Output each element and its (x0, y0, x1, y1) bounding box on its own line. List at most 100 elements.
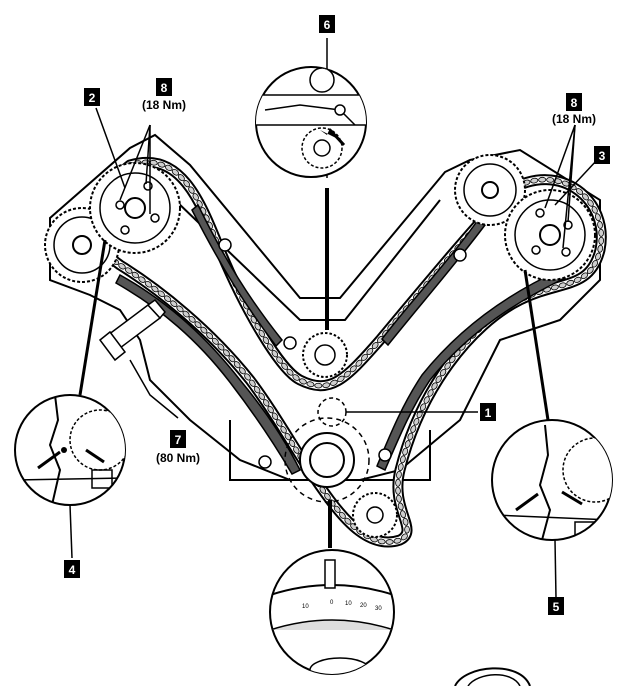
chain-icon (350, 523, 358, 531)
chain-icon (385, 539, 394, 545)
chain-icon (194, 321, 202, 329)
detail-view-crank-timing: 10 0 10 20 30 (269, 549, 395, 675)
chain-icon (396, 494, 402, 503)
chain-icon (200, 326, 208, 334)
chain-icon (355, 359, 363, 367)
chain-icon (397, 502, 404, 511)
callout-3: 3 (594, 146, 610, 164)
chain-icon (276, 356, 283, 364)
callout-8-left: 8 (18 Nm) (142, 78, 186, 112)
chain-icon (587, 199, 594, 207)
chain-icon (333, 505, 341, 513)
chain-icon (402, 517, 409, 526)
chain-icon (254, 322, 261, 331)
chain-icon (171, 168, 180, 176)
svg-text:8: 8 (161, 81, 168, 95)
callout-5: 5 (548, 597, 564, 615)
chain-icon (343, 370, 351, 378)
arrow-icon (561, 490, 583, 506)
chain-icon (404, 525, 410, 534)
chain-icon (395, 478, 401, 487)
chain-icon (393, 537, 402, 544)
arrow-icon (515, 492, 539, 512)
chain-icon (591, 259, 598, 268)
cam-bolt (531, 245, 541, 255)
chain-icon (138, 276, 146, 283)
chain-icon (407, 432, 414, 441)
chain-icon (538, 176, 547, 183)
scale-mark: 10 (345, 601, 352, 607)
chain-icon (267, 405, 274, 414)
chain-icon (598, 236, 604, 245)
chain-icon (395, 486, 401, 495)
chain-icon (267, 343, 274, 351)
chain-icon (262, 336, 270, 345)
chain-icon (177, 174, 185, 182)
right-lower-guide (376, 269, 567, 472)
svg-text:5: 5 (553, 600, 560, 614)
arrow-icon (85, 448, 105, 464)
svg-text:3: 3 (599, 149, 606, 163)
chain-icon (546, 177, 555, 183)
right-exhaust-camshaft-gear (504, 189, 596, 281)
chain-icon (165, 164, 173, 172)
chain-icon (566, 279, 575, 286)
svg-text:8: 8 (571, 96, 578, 110)
chain-icon (244, 373, 251, 381)
chain-icon (211, 337, 219, 345)
chain-icon (427, 389, 434, 397)
chain-icon (444, 362, 451, 370)
svg-text:7: 7 (175, 433, 182, 447)
chain-icon (594, 213, 601, 222)
chain-icon (371, 341, 379, 350)
chain-icon (188, 186, 195, 194)
chain-icon (586, 266, 594, 274)
chain-icon (322, 382, 331, 389)
cam-bolt (561, 247, 571, 257)
chain-icon (598, 228, 604, 237)
callout-1: 1 (480, 403, 496, 421)
chain-icon (249, 379, 256, 387)
svg-text:6: 6 (324, 18, 331, 32)
chain-icon (400, 533, 408, 541)
chain-icon (276, 419, 283, 427)
scale-mark: 0 (330, 600, 334, 606)
chain-icon (271, 412, 279, 420)
chain-icon (281, 362, 288, 370)
cam-bolt (150, 213, 160, 223)
crankshaft-sprocket (284, 417, 370, 503)
chain-icon (176, 305, 184, 313)
chain-icon (280, 426, 287, 434)
chain-icon (188, 315, 196, 323)
chain-icon (164, 295, 172, 303)
timing-scale-marks: 10 0 10 20 30 (302, 600, 382, 612)
chain-icon (366, 347, 374, 356)
chain-icon (439, 368, 447, 377)
chain-icon (228, 355, 236, 363)
partial-housing-bottom (454, 667, 531, 686)
chain-icon (192, 193, 199, 201)
chain-icon (157, 161, 166, 168)
chain-icon (349, 365, 357, 373)
chain-icon (550, 284, 559, 291)
chain-icon (144, 280, 153, 288)
chain-icon (288, 439, 296, 448)
chain-icon (314, 382, 323, 389)
chain-icon (397, 463, 404, 471)
chain-icon (435, 375, 442, 383)
chain-icon (413, 417, 420, 426)
chain-icon (377, 538, 386, 545)
chain-icon (299, 378, 307, 385)
chain-icon (182, 310, 190, 318)
chain-icon (423, 396, 430, 404)
chain-icon (223, 349, 230, 357)
chain-icon (183, 180, 190, 188)
chain-icon (271, 350, 279, 358)
chain-icon (582, 193, 589, 201)
chain-icon (157, 290, 165, 298)
tensioner-icon (98, 298, 166, 362)
chain-icon (258, 392, 265, 400)
detail-view-5 (491, 419, 613, 541)
idler-sprocket (302, 332, 348, 378)
chain-icon (370, 536, 378, 543)
